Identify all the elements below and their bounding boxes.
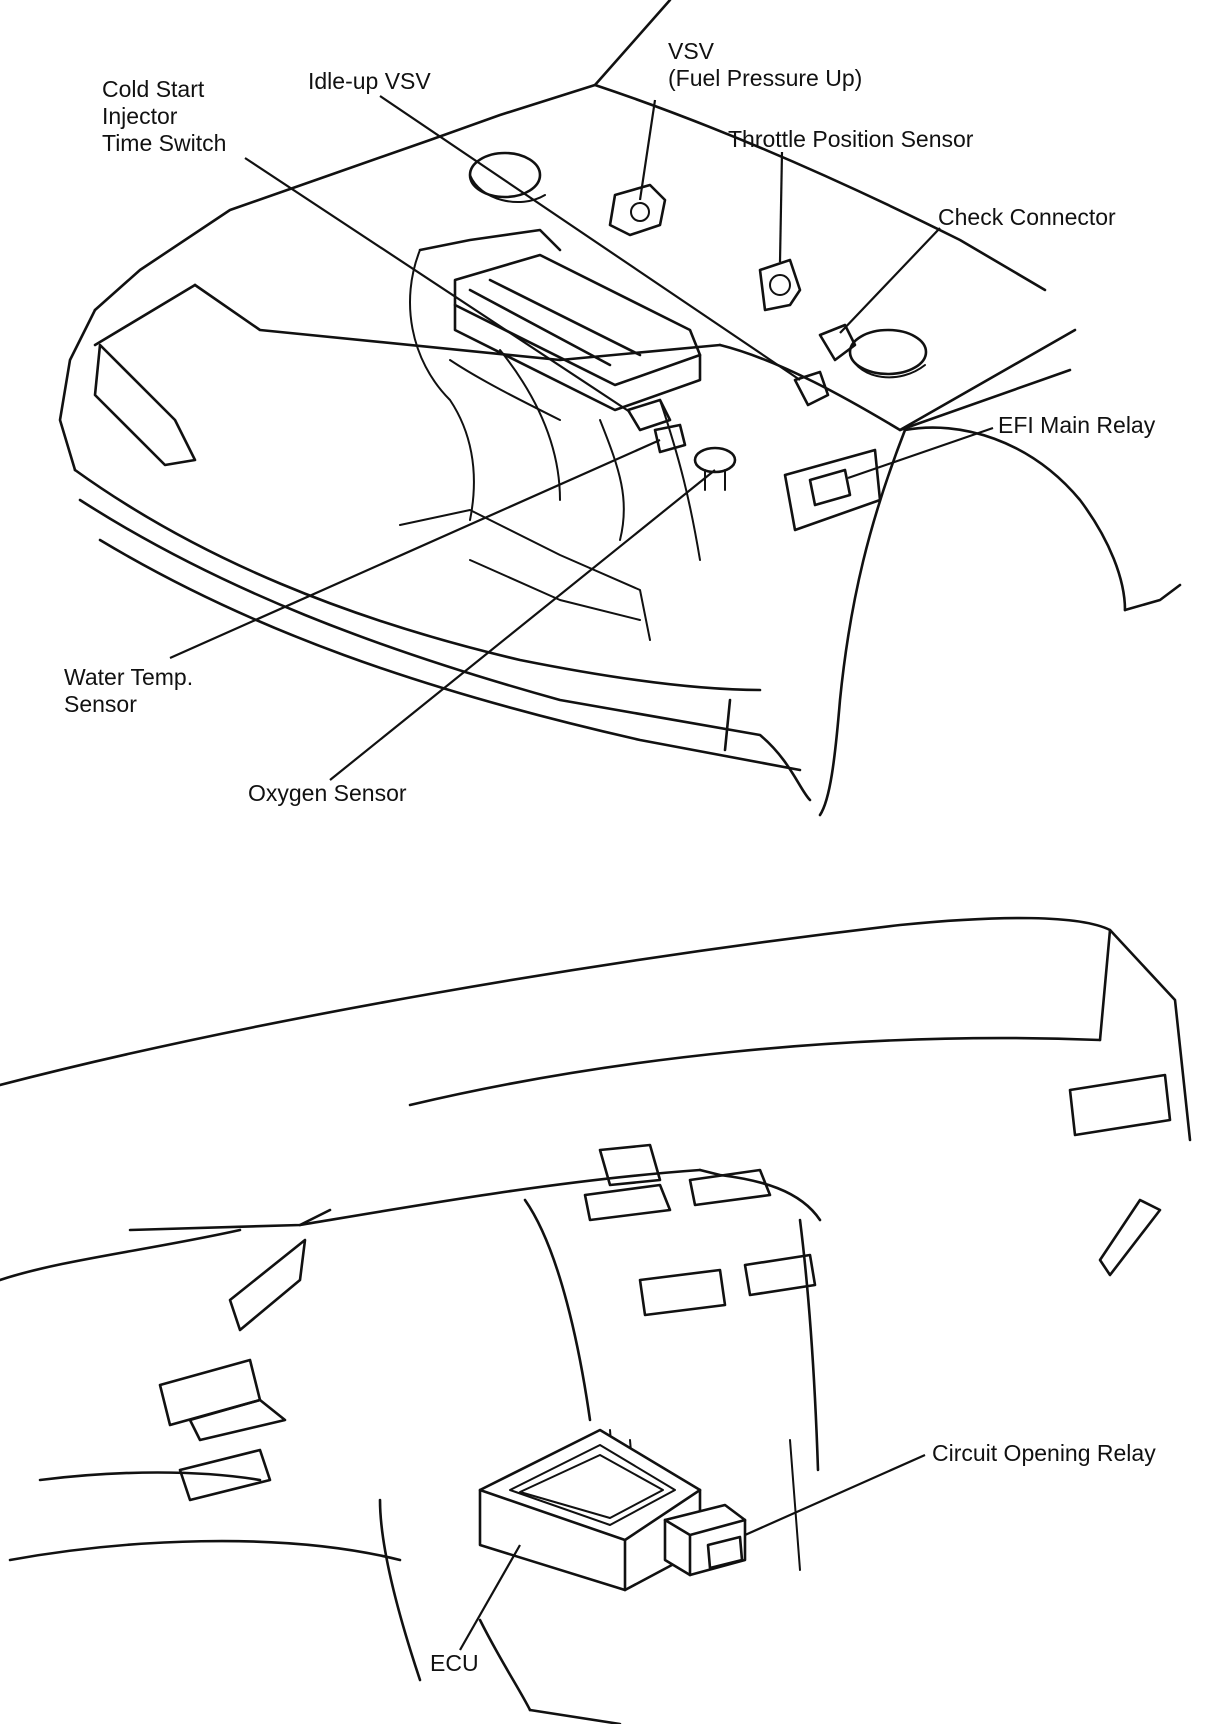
engine-bay-illustration [58, 0, 1182, 817]
label-check-connector: Check Connector [938, 204, 1116, 230]
label-vsv-fuel-pressure-up: VSV (Fuel Pressure Up) [668, 38, 863, 91]
dashboard-illustration [0, 916, 1192, 1724]
label-throttle-position-sensor: Throttle Position Sensor [728, 126, 974, 152]
label-efi-main-relay: EFI Main Relay [998, 412, 1156, 438]
label-water-temp-sensor: Water Temp. Sensor [64, 664, 194, 717]
label-circuit-opening-relay: Circuit Opening Relay [932, 1440, 1156, 1466]
dashboard-leader-lines [459, 1453, 926, 1651]
label-ecu: ECU [430, 1650, 479, 1676]
label-idle-up-vsv: Idle-up VSV [308, 68, 431, 94]
engine-bay-leader-lines [169, 95, 994, 781]
label-cold-start-injector-time-switch: Cold Start Injector Time Switch [102, 76, 227, 156]
label-oxygen-sensor: Oxygen Sensor [248, 780, 407, 806]
